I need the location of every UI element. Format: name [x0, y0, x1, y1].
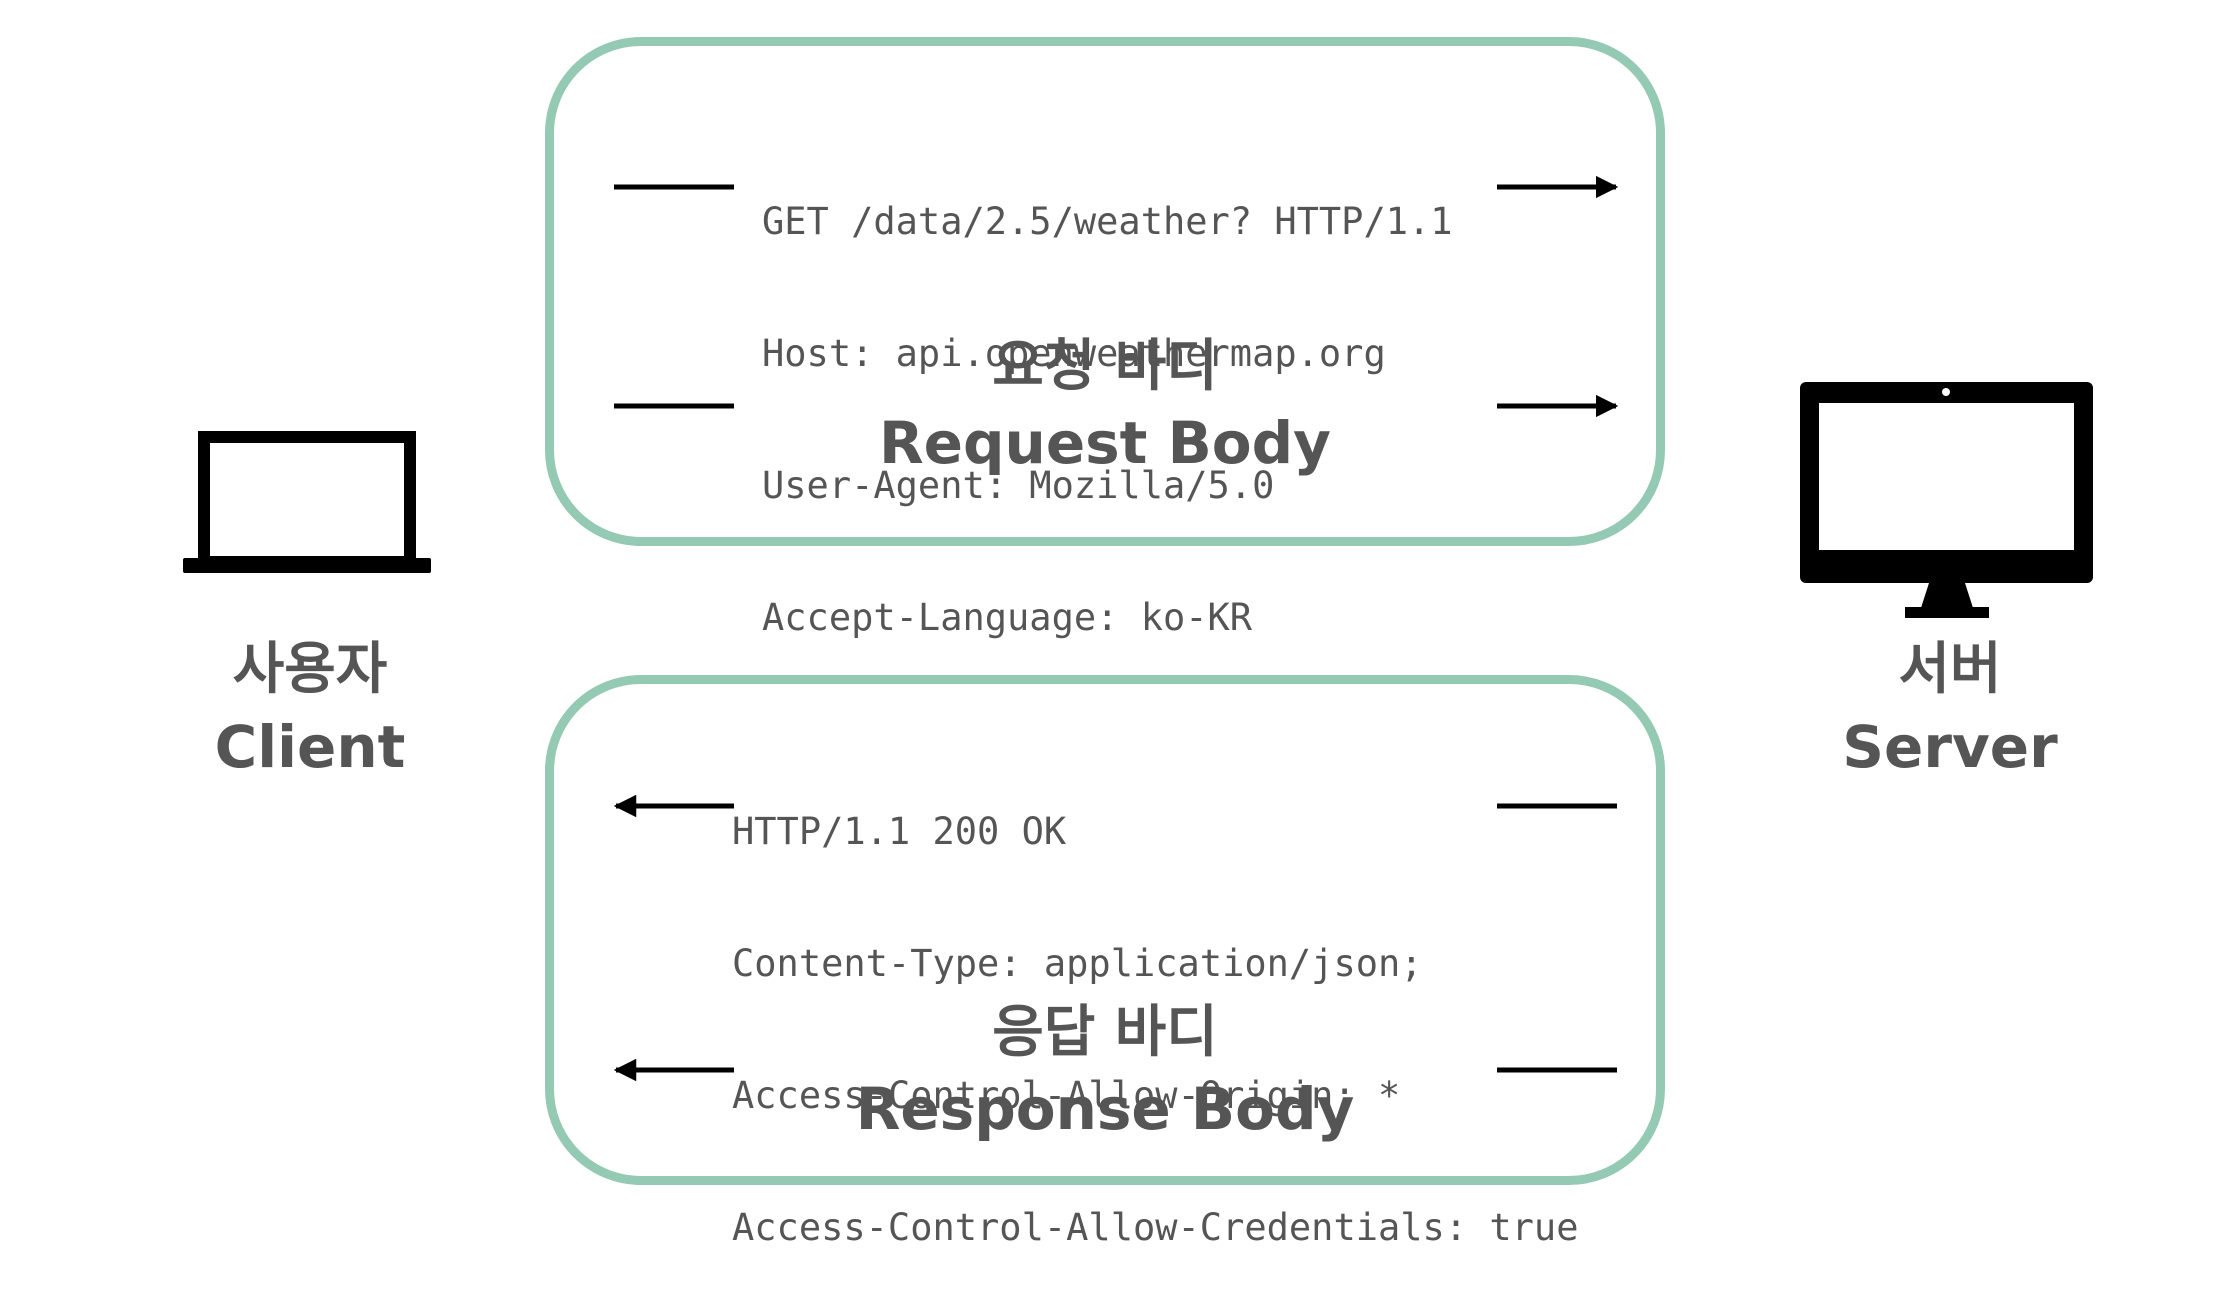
request-body-label-en: Request Body — [879, 409, 1331, 477]
request-box — [545, 37, 1665, 546]
request-header-line: GET /data/2.5/weather? HTTP/1.1 — [762, 200, 1453, 243]
response-box — [545, 675, 1665, 1185]
response-header-line: Content-Type: application/json; — [732, 942, 1423, 985]
request-body-caption: 요청 바디 Request Body — [545, 330, 1665, 482]
request-headers: GET /data/2.5/weather? HTTP/1.1 Host: ap… — [762, 112, 1453, 684]
laptop-icon — [183, 431, 431, 573]
response-header-line: HTTP/1.1 200 OK — [732, 810, 1067, 853]
request-header-line: Host: api.openweathermap.org — [762, 332, 1386, 375]
monitor-icon — [1800, 382, 2093, 618]
server-label: 서버 Server — [1800, 632, 2100, 786]
request-body-label-ko: 요청 바디 — [992, 334, 1218, 399]
request-header-line: User-Agent: Mozilla/5.0 — [762, 464, 1275, 507]
client-label-ko: 사용자 — [232, 637, 388, 702]
server-label-en: Server — [1842, 713, 2058, 781]
response-body-caption: 응답 바디 Response Body — [545, 996, 1665, 1148]
client-label-en: Client — [214, 713, 406, 781]
diagram-graphics — [183, 175, 2093, 1082]
client-label: 사용자 Client — [160, 632, 460, 786]
response-body-label-ko: 응답 바디 — [992, 1000, 1218, 1065]
response-body-label-en: Response Body — [855, 1075, 1355, 1143]
server-label-ko: 서버 — [1898, 637, 2002, 702]
response-header-line: Access-Control-Allow-Origin: * — [732, 1074, 1401, 1117]
request-header-line: Accept-Language: ko-KR — [762, 596, 1253, 639]
response-header-line: Access-Control-Allow-Credentials: true — [732, 1206, 1579, 1249]
